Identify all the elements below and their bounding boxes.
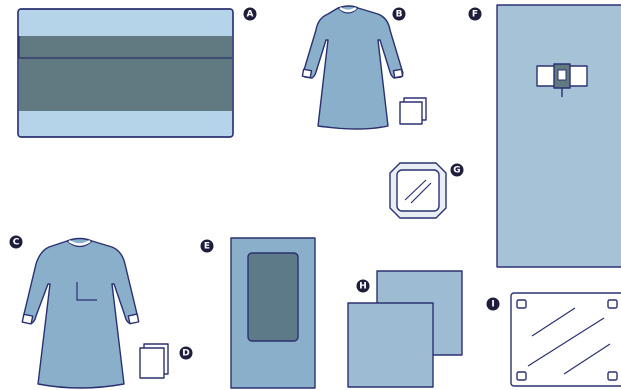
badge-a: A bbox=[244, 8, 257, 21]
badge-f: F bbox=[469, 8, 482, 21]
item-g-instrument-pouch bbox=[390, 163, 446, 218]
badge-h: H bbox=[357, 280, 370, 293]
badge-h-label: H bbox=[359, 282, 367, 292]
item-e-mayo-cover bbox=[231, 238, 315, 388]
item-b-towels bbox=[400, 98, 426, 124]
badge-e-label: E bbox=[204, 242, 210, 252]
badge-i-label: I bbox=[491, 300, 494, 310]
badge-f-label: F bbox=[472, 10, 478, 20]
item-a-table-cover bbox=[18, 9, 233, 137]
badge-b-label: B bbox=[396, 10, 403, 20]
badge-c-label: C bbox=[13, 238, 20, 248]
badge-e: E bbox=[201, 240, 214, 253]
badge-d: D bbox=[180, 347, 193, 360]
item-i-adhesive-film bbox=[511, 293, 621, 386]
badge-a-label: A bbox=[247, 10, 254, 20]
badge-i: I bbox=[487, 298, 500, 311]
item-d-towels bbox=[140, 344, 168, 378]
badge-g-label: G bbox=[453, 166, 460, 176]
item-c-reinforced-gown bbox=[22, 239, 138, 389]
item-f-fenestrated-drape bbox=[497, 5, 621, 267]
badge-d-label: D bbox=[182, 349, 189, 359]
badge-c: C bbox=[10, 236, 23, 249]
badge-b: B bbox=[393, 8, 406, 21]
badge-g: G bbox=[451, 164, 464, 177]
item-b-surgical-gown bbox=[302, 6, 402, 129]
